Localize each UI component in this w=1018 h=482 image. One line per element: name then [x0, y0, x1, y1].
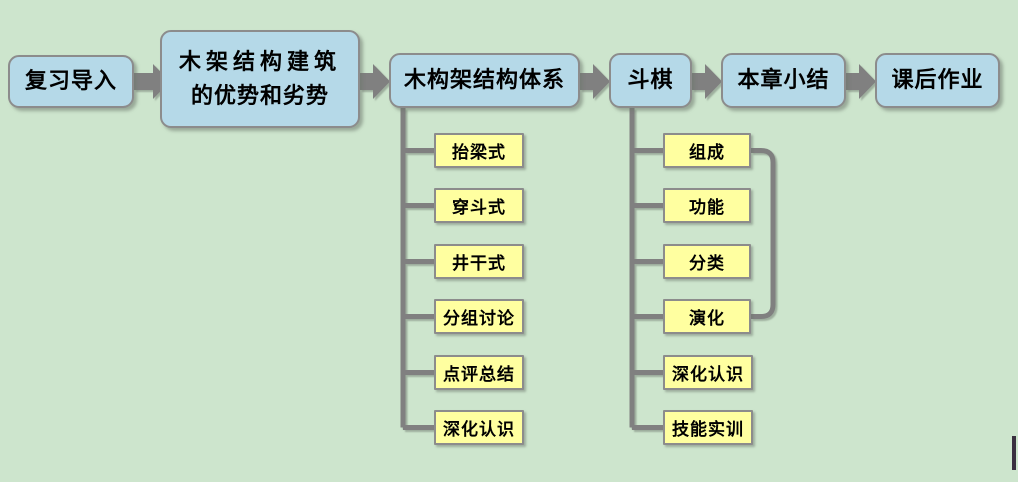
right-edge-marker [1012, 436, 1016, 470]
arrow-m5-m6 [846, 64, 876, 99]
group-bracket [751, 148, 776, 319]
sub-node-chuandoushi[interactable]: 穿斗式 [434, 188, 524, 223]
sub-node-label: 深化认识 [672, 365, 744, 384]
arrow-m2-m3 [360, 64, 390, 99]
node-dougong[interactable]: 斗棋 [609, 53, 692, 108]
sub-node-label: 分组讨论 [443, 309, 515, 328]
node-label: 复习导入 [24, 68, 117, 94]
node-label: 本章小结 [737, 67, 830, 93]
sub-node-function[interactable]: 功能 [663, 188, 751, 223]
node-label: 课后作业 [891, 67, 984, 93]
sub-node-composition[interactable]: 组成 [663, 133, 751, 168]
left-branch-connectors [400, 108, 434, 430]
node-label-line1: 木架结构建筑 [178, 48, 341, 74]
sub-node-label: 深化认识 [443, 420, 515, 439]
sub-node-group-discussion[interactable]: 分组讨论 [434, 299, 524, 334]
sub-node-deepen-understanding-left[interactable]: 深化认识 [434, 410, 524, 445]
node-timber-pros-cons[interactable]: 木架结构建筑 的优势和劣势 [160, 30, 360, 128]
sub-node-deepen-understanding-right[interactable]: 深化认识 [663, 355, 753, 390]
sub-node-jingganshi[interactable]: 井干式 [434, 244, 524, 279]
sub-node-label: 功能 [689, 198, 725, 217]
sub-node-evolution[interactable]: 演化 [663, 299, 751, 334]
sub-node-tailiangshi[interactable]: 抬梁式 [434, 133, 524, 168]
node-label: 斗棋 [627, 67, 674, 93]
arrow-m3-m4 [580, 64, 610, 99]
sub-node-label: 穿斗式 [452, 198, 506, 217]
node-label: 木构架结构体系 [403, 67, 565, 93]
sub-node-label: 点评总结 [443, 365, 515, 384]
sub-node-classification[interactable]: 分类 [663, 244, 751, 279]
node-label-line2: 的优势和劣势 [190, 83, 329, 108]
sub-node-label: 井干式 [452, 254, 506, 273]
node-review-intro[interactable]: 复习导入 [8, 55, 134, 108]
sub-node-skills-training[interactable]: 技能实训 [663, 410, 753, 445]
arrow-m4-m5 [692, 64, 722, 99]
node-chapter-summary[interactable]: 本章小结 [721, 53, 846, 108]
sub-node-label: 演化 [689, 309, 725, 328]
sub-node-label: 技能实训 [672, 420, 744, 439]
node-homework[interactable]: 课后作业 [875, 53, 1000, 108]
node-timber-frame-system[interactable]: 木构架结构体系 [389, 53, 580, 108]
sub-node-review-summary[interactable]: 点评总结 [434, 355, 524, 390]
sub-node-label: 组成 [689, 143, 725, 162]
right-branch-connectors [629, 108, 663, 430]
sub-node-label: 分类 [689, 254, 725, 273]
sub-node-label: 抬梁式 [452, 143, 506, 162]
